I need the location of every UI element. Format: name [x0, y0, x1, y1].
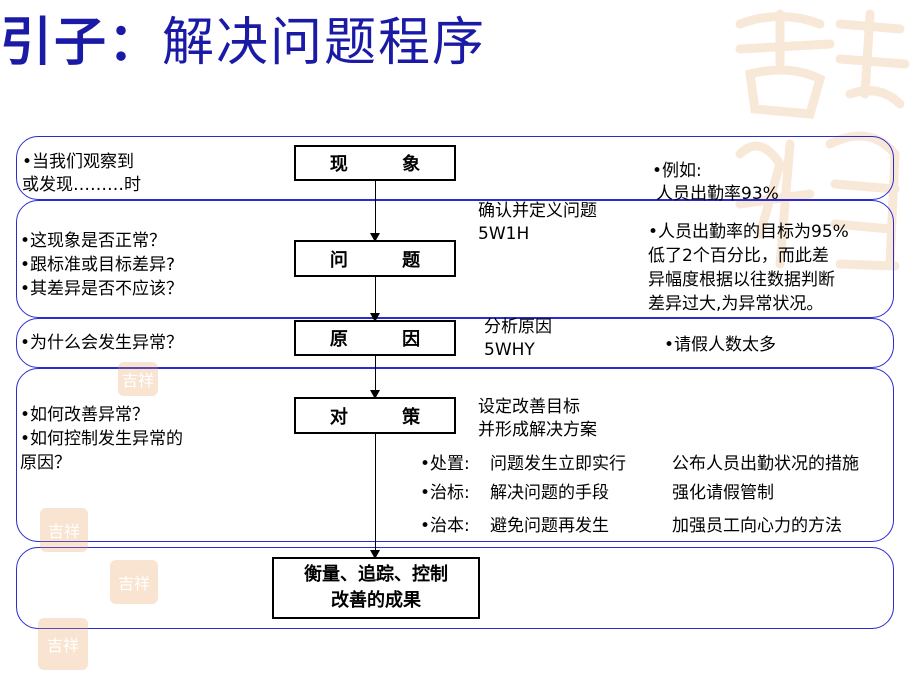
title-prefix: 引子：	[0, 13, 163, 73]
cause-example: •请假人数太多	[664, 335, 777, 355]
flow-box-problem: 问 题	[294, 240, 456, 277]
cause-question: •为什么会发生异常？	[20, 333, 184, 353]
problem-questions: •这现象是否正常？ •跟标准或目标差异? •其差异是否不应该？	[20, 231, 184, 299]
flow-arrow	[370, 433, 380, 559]
flow-arrow	[370, 180, 380, 242]
flow-box-phenomenon: 现 象	[294, 145, 456, 181]
page-title: 引子：解决问题程序	[0, 0, 920, 75]
stamp-decoration: 吉祥	[110, 560, 158, 604]
measure-item: •治标: 解决问题的手段 强化请假管制	[420, 483, 774, 503]
cause-method: 分析原因 5WHY	[484, 317, 552, 360]
flow-arrow	[370, 355, 380, 399]
problem-method: 确认并定义问题 5W1H	[478, 201, 597, 244]
flow-box-cause: 原 因	[294, 320, 456, 356]
stamp-decoration: 吉祥	[40, 508, 88, 552]
flow-box-result: 衡量、追踪、控制 改善的成果	[272, 557, 480, 619]
problem-example: •人员出勤率的目标为95% 低了2个百分比，而此差 异幅度根据以往数据判断 差异…	[648, 222, 849, 314]
measure-item: •治本: 避免问题再发生 加强员工向心力的方法	[420, 516, 842, 536]
band-phenomenon	[16, 136, 894, 200]
title-main: 解决问题程序	[162, 13, 487, 73]
band-problem	[16, 200, 894, 318]
stamp-decoration: 吉祥	[38, 618, 88, 670]
stamp-decoration: 吉祥	[118, 362, 158, 396]
band-cause	[16, 318, 894, 368]
flow-arrow	[370, 276, 380, 322]
band-result	[16, 547, 894, 629]
measure-item: •处置: 问题发生立即实行 公布人员出勤状况的措施	[420, 454, 859, 474]
phenomenon-example: •例如: 人员出勤率93%	[652, 161, 779, 204]
phenomenon-question: •当我们观察到 或发现………时	[22, 152, 141, 195]
flow-box-countermeasure: 对 策	[294, 397, 456, 434]
countermeasure-method: 设定改善目标 并形成解决方案	[478, 397, 597, 440]
band-countermeasure	[16, 368, 894, 542]
countermeasure-questions: •如何改善异常？ •如何控制发生异常的 原因？	[20, 405, 184, 473]
